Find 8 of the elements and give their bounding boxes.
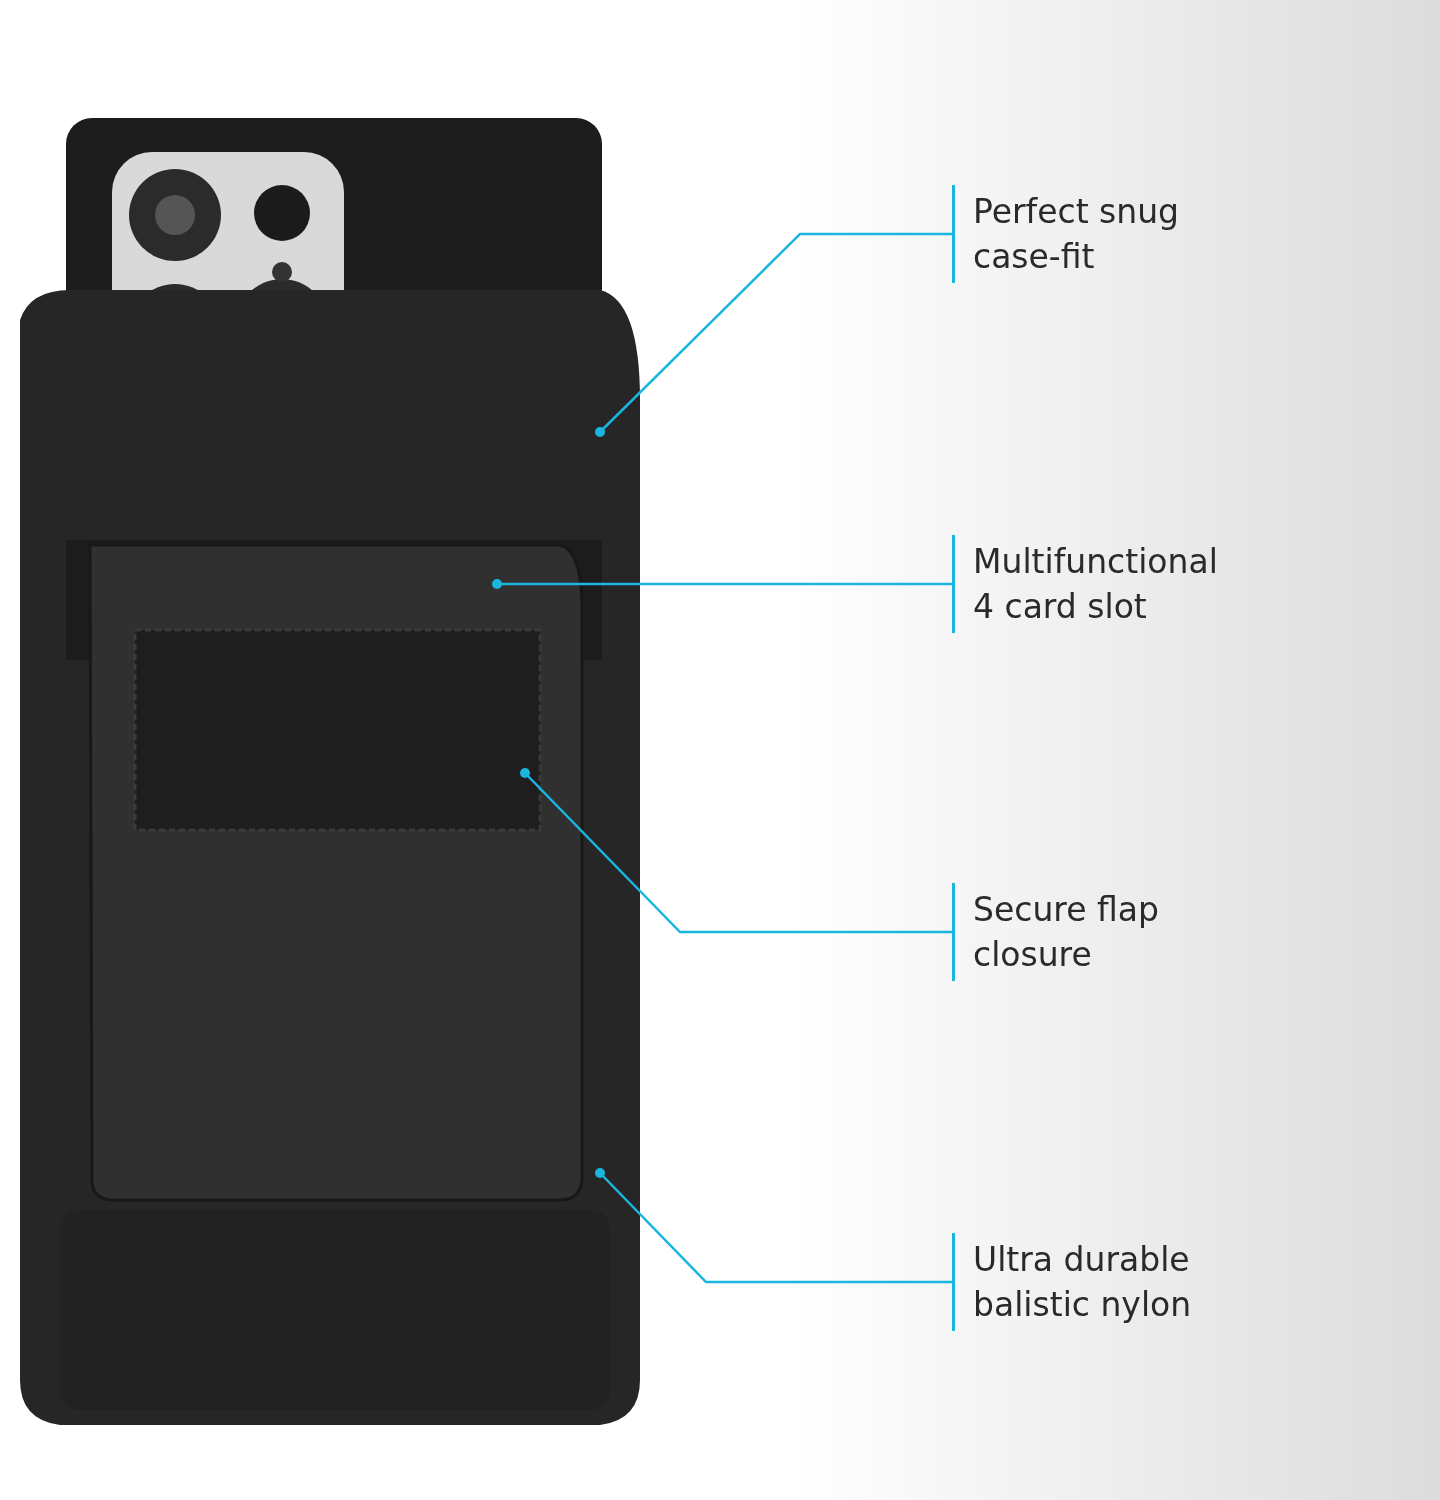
callout-text: Secure flap closure (973, 889, 1160, 976)
leader-line (492, 579, 952, 589)
callout-text: Perfect snug case-fit (973, 191, 1181, 278)
callout-text: Ultra durable balistic nylon (973, 1239, 1193, 1326)
leader-line (520, 768, 952, 934)
leader-line (595, 1168, 952, 1284)
leader-line (595, 232, 952, 437)
callout-text: Multifunctional 4 card slot (973, 541, 1219, 628)
